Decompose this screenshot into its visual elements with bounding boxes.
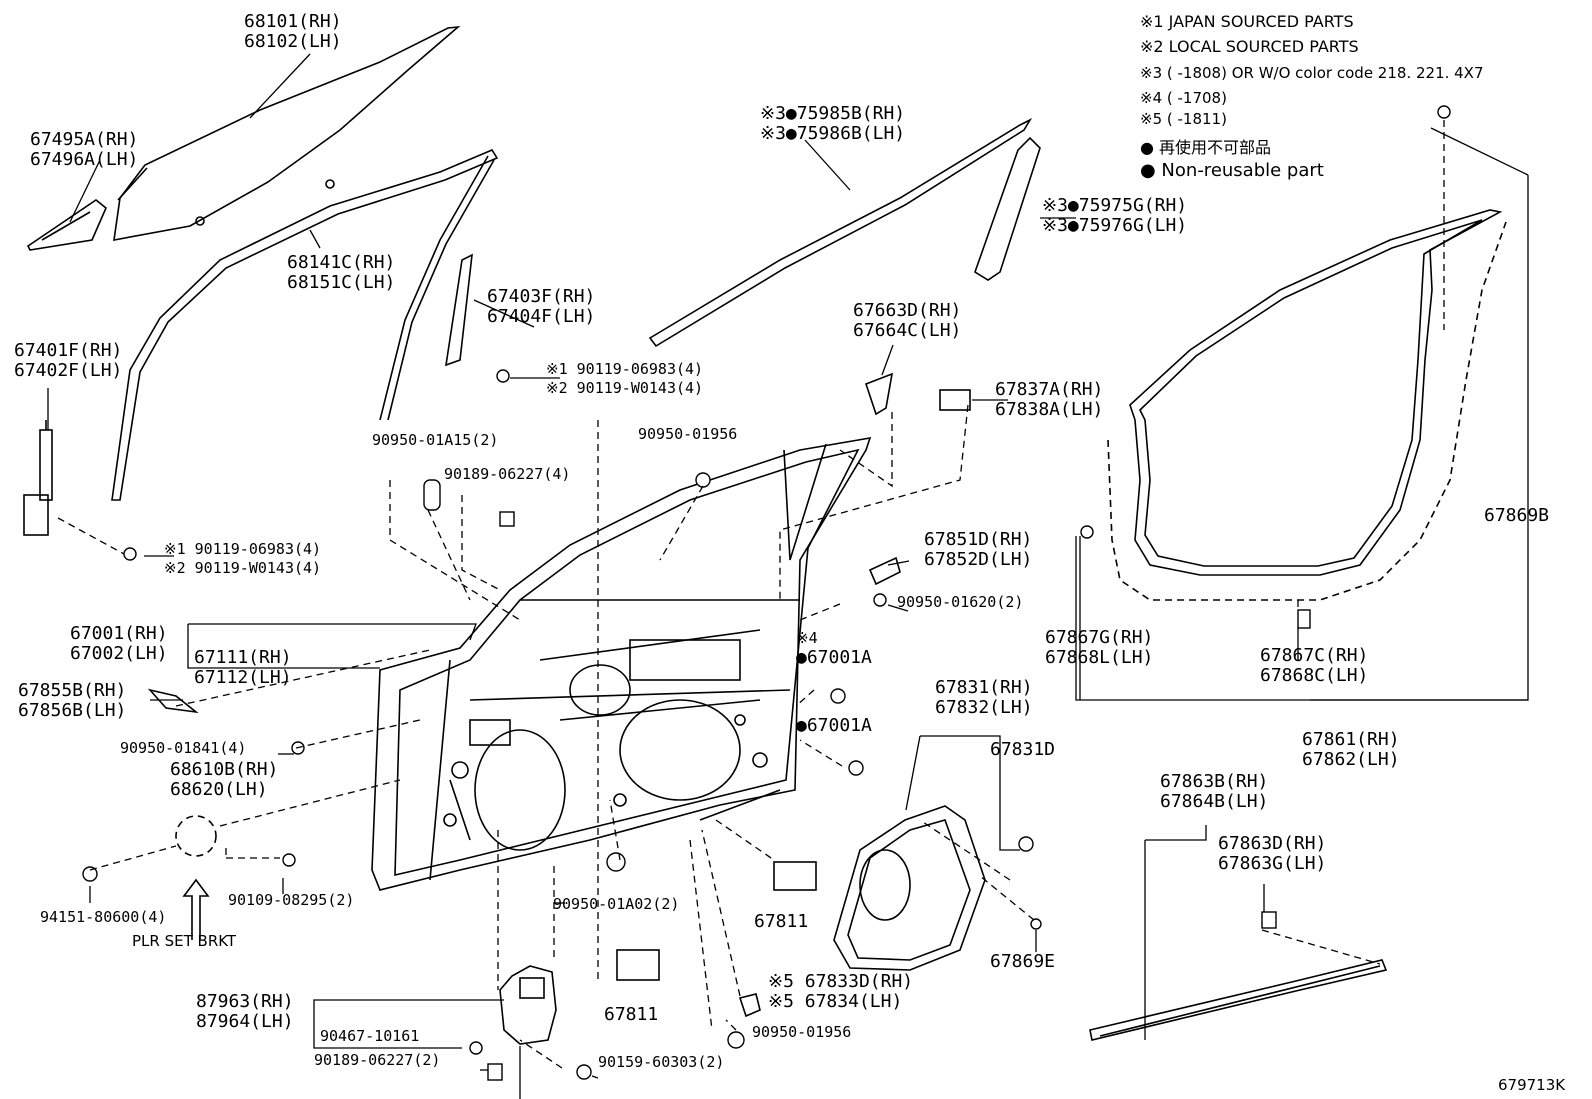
frame-clip xyxy=(864,372,894,416)
scuff-plate xyxy=(1089,959,1388,1041)
callout-67867c: 67867C(RH)67868C(LH) xyxy=(1260,645,1369,686)
callout-67001a-note4: ※4●67001A xyxy=(796,629,872,668)
callout-90189-06227-4: 90189-06227(4) xyxy=(444,465,571,483)
callout-90159-60303: 90159-60303(2) xyxy=(598,1053,725,1071)
callout-67863d: 67863D(RH)67863G(LH) xyxy=(1218,833,1327,874)
callout-90950-01956-top: 90950-01956 xyxy=(638,425,738,443)
callout-90119-lower: ※1 90119-06983(4)※2 90119-W0143(4) xyxy=(164,540,322,577)
callout-90950-01841: 90950-01841(4) xyxy=(120,739,247,757)
drawing-reference-number: 679713K xyxy=(1498,1076,1566,1094)
callout-67869b: 67869B xyxy=(1484,505,1550,526)
plr-arrow xyxy=(182,878,210,940)
callout-67851d: 67851D(RH)67852D(LH) xyxy=(924,529,1033,570)
callout-67861: 67861(RH)67862(LH) xyxy=(1302,729,1400,770)
lower-frame xyxy=(445,253,473,367)
note-1811: ※5 ( -1811) xyxy=(1140,110,1227,128)
note-non-reusable-jp: ● 再使用不可部品 xyxy=(1140,138,1272,157)
note-japan-sourced: ※1 JAPAN SOURCED PARTS xyxy=(1140,12,1354,31)
run-channel xyxy=(23,420,53,536)
label-67811-b xyxy=(616,949,660,981)
frame-garnish xyxy=(974,136,1041,281)
glass-run xyxy=(111,148,499,501)
callout-67833d: ※5 67833D(RH)※5 67834(LH) xyxy=(768,971,914,1012)
dashed-connectors xyxy=(57,120,1445,1069)
plr-set-bracket-label: PLR SET BRKT xyxy=(132,932,237,950)
door-weatherstrip xyxy=(1107,209,1507,601)
callout-90109-08295: 90109-08295(2) xyxy=(228,891,355,909)
callout-75975g: ※3●75975G(RH)※3●75976G(LH) xyxy=(1042,195,1188,236)
callout-75985b: ※3●75985B(RH)※3●75986B(LH) xyxy=(760,103,906,144)
callout-94151-80600: 94151-80600(4) xyxy=(40,908,167,926)
service-hole-cover xyxy=(833,805,986,971)
callout-67837a: 67837A(RH)67838A(LH) xyxy=(995,379,1104,420)
note-1708: ※4 ( -1708) xyxy=(1140,89,1227,107)
door-glass xyxy=(113,25,461,241)
callout-67001a: ●67001A xyxy=(796,715,872,736)
callout-67111: 67111(RH)67112(LH) xyxy=(194,647,292,688)
callout-90119-upper: ※1 90119-06983(4)※2 90119-W0143(4) xyxy=(546,360,704,397)
callout-68141c: 68141C(RH)68151C(LH) xyxy=(287,252,396,293)
callout-67001: 67001(RH)67002(LH) xyxy=(70,623,168,664)
callout-67811-b: 67811 xyxy=(604,1004,659,1025)
door-lock xyxy=(499,965,557,1045)
callout-67869e: 67869E xyxy=(990,951,1056,972)
corner-cover xyxy=(26,199,107,251)
note-color-code: ※3 ( -1808) OR W/O color code 218. 221. … xyxy=(1140,64,1484,82)
callout-90950-01a15: 90950-01A15(2) xyxy=(372,431,499,449)
note-non-reusable-en: ● Non-reusable part xyxy=(1140,160,1324,181)
callout-68610b: 68610B(RH)68620(LH) xyxy=(170,759,279,800)
callout-90950-01a02: 90950-01A02(2) xyxy=(553,895,680,913)
callout-67831d: 67831D xyxy=(990,739,1056,760)
callout-90189-06227-2: 90189-06227(2) xyxy=(314,1051,441,1069)
callout-90950-01956-bottom: 90950-01956 xyxy=(752,1023,852,1041)
callout-67663d: 67663D(RH)67664C(LH) xyxy=(853,300,962,341)
callout-68101: 68101(RH)68102(LH) xyxy=(244,11,342,52)
door-panel xyxy=(371,436,872,891)
callout-67401f: 67401F(RH)67402F(LH) xyxy=(14,340,123,381)
callout-90950-01620: 90950-01620(2) xyxy=(897,593,1024,611)
label-67811-a xyxy=(773,861,817,891)
inner-bracket xyxy=(939,389,971,411)
callout-87963: 87963(RH)87964(LH) xyxy=(196,991,294,1032)
callout-67855b: 67855B(RH)67856B(LH) xyxy=(18,680,127,721)
callout-67831: 67831(RH)67832(LH) xyxy=(935,677,1033,718)
callout-67867g: 67867G(RH)67868L(LH) xyxy=(1045,627,1154,668)
callout-90467-10161: 90467-10161 xyxy=(320,1027,420,1045)
belt-moulding xyxy=(648,118,1033,348)
leader-lines xyxy=(47,53,1529,1099)
callout-67403f: 67403F(RH)67404F(LH) xyxy=(487,286,596,327)
small-fasteners xyxy=(82,105,1451,1081)
callout-67495a: 67495A(RH)67496A(LH) xyxy=(30,129,139,170)
callout-67863b: 67863B(RH)67864B(LH) xyxy=(1160,771,1269,812)
callout-67811-a: 67811 xyxy=(754,911,809,932)
note-local-sourced: ※2 LOCAL SOURCED PARTS xyxy=(1140,37,1359,56)
